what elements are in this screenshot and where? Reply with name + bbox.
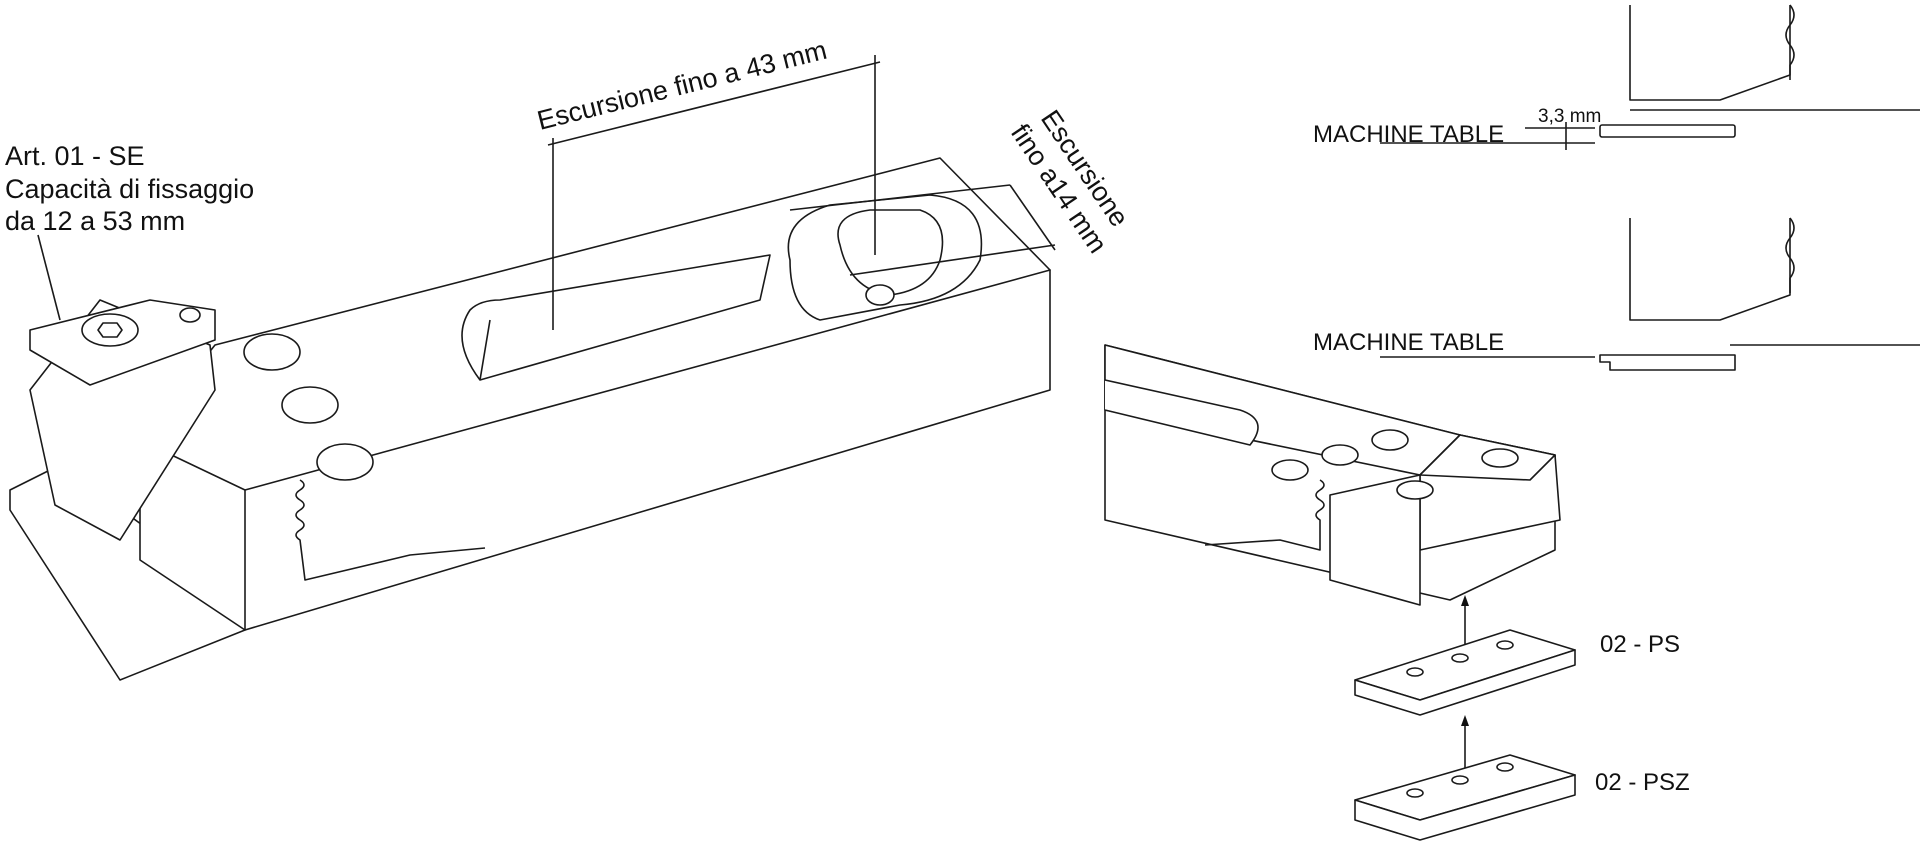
hole (316, 443, 374, 481)
long-slot (461, 254, 771, 381)
machine-table-label-bottom: MACHINE TABLE (1313, 329, 1504, 356)
machine-table-plate-2 (1599, 354, 1736, 371)
block-front (1329, 474, 1421, 606)
article-label: Art. 01 - SE (5, 141, 145, 171)
clamp-assembly-left (9, 55, 1056, 681)
machine-table-plate-1 (1599, 124, 1736, 138)
offset-dimension-label: 3,3 mm (1538, 106, 1601, 127)
short-slot (837, 209, 944, 296)
hole (281, 386, 339, 424)
capacity-label-line1: Capacità di fissaggio (5, 174, 254, 204)
section-views (1380, 4, 1920, 371)
clamp-assembly-right (1104, 344, 1576, 841)
plate-psz-label: 02 - PSZ (1595, 769, 1690, 796)
capacity-label-line2: da 12 a 53 mm (5, 206, 185, 236)
machine-table-label-top: MACHINE TABLE (1313, 121, 1504, 148)
bar-slot (1104, 379, 1259, 446)
plate-ps-label: 02 - PS (1600, 631, 1680, 658)
leader-line (37, 234, 61, 321)
hole (243, 333, 301, 371)
